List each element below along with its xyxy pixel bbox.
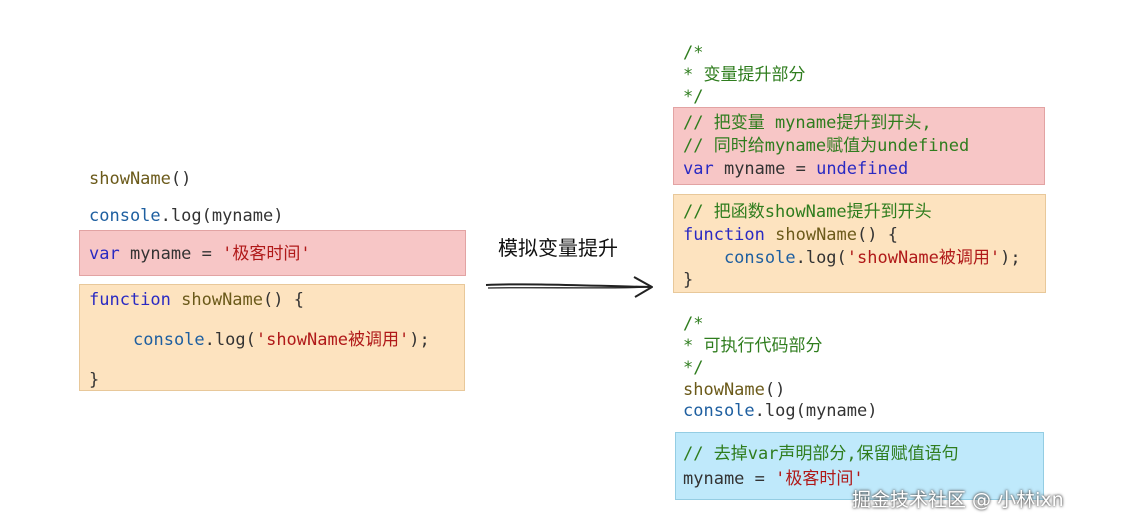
code-string: '极客时间' (222, 244, 311, 264)
hoist-comment-close: */ (683, 87, 704, 107)
code-keyword: var (89, 244, 120, 264)
code-obj: console (683, 401, 755, 421)
exec-call-line: showName() (683, 379, 785, 401)
code-punct: ); (409, 330, 430, 350)
left-call-line: showName() (89, 168, 191, 190)
code-obj: console (133, 330, 205, 350)
right-var-box: // 把变量 myname提升到开头, // 同时给myname赋值为undef… (673, 107, 1045, 185)
right-func-body: console.log('showName被调用'); (683, 247, 1021, 269)
left-func-close: } (89, 370, 100, 390)
var-comment-1: // 把变量 myname提升到开头, (683, 113, 932, 133)
assign-line: myname = '极客时间' (683, 468, 864, 490)
code-string: 'showName被调用' (846, 248, 1001, 268)
exec-log-line: console.log(myname) (683, 400, 877, 422)
right-function-box: // 把函数showName提升到开头 function showName() … (673, 194, 1046, 293)
code-punct: () { (263, 290, 304, 310)
code-keyword: undefined (816, 159, 909, 179)
hoist-comment-open: /* (683, 43, 704, 63)
code-keyword: function (89, 290, 171, 310)
code-punct: .log(myname) (754, 401, 878, 421)
left-function-box: function showName() { console.log('showN… (79, 284, 465, 391)
code-fn: showName (89, 169, 171, 189)
code-string: '极客时间' (775, 469, 864, 489)
code-keyword: var (683, 159, 714, 179)
right-func-close: } (683, 270, 694, 290)
left-func-decl: function showName() { (89, 289, 304, 311)
code-punct: () (764, 380, 786, 400)
right-func-decl: function showName() { (683, 224, 898, 246)
code-punct: ); (1000, 248, 1021, 268)
code-punct: () (170, 169, 192, 189)
exec-comment-text: * 可执行代码部分 (683, 336, 823, 356)
code-obj: console (683, 248, 796, 268)
left-log-line: console.log(myname) (89, 205, 283, 227)
func-comment: // 把函数showName提升到开头 (683, 202, 932, 222)
code-fn: showName (170, 290, 264, 310)
hoist-comment-text: * 变量提升部分 (683, 65, 806, 85)
code-plain: myname = (713, 159, 817, 179)
left-var-line: var myname = '极客时间' (89, 243, 311, 265)
code-plain: myname = (119, 244, 223, 264)
code-fn: showName (683, 380, 765, 400)
right-var-line: var myname = undefined (683, 158, 908, 180)
var-comment-2: // 同时给myname赋值为undefined (683, 136, 970, 156)
code-keyword: function (683, 225, 765, 245)
code-punct: .log(myname) (160, 206, 284, 226)
watermark: 掘金技术社区 @ 小林ixn (852, 489, 1064, 511)
code-punct: () { (857, 225, 898, 245)
exec-comment-open: /* (683, 314, 704, 334)
code-punct: .log( (795, 248, 847, 268)
hoisting-arrow-icon (485, 276, 653, 298)
code-plain: myname = (683, 469, 776, 489)
left-var-box: var myname = '极客时间' (79, 230, 466, 276)
arrow-label: 模拟变量提升 (498, 236, 618, 260)
assign-comment: // 去掉var声明部分,保留赋值语句 (683, 444, 959, 464)
code-obj: console (89, 206, 161, 226)
right-assign-box: // 去掉var声明部分,保留赋值语句 myname = '极客时间' (675, 432, 1044, 500)
exec-comment-close: */ (683, 358, 704, 378)
code-punct: .log( (204, 330, 256, 350)
left-func-body: console.log('showName被调用'); (133, 329, 430, 351)
code-string: 'showName被调用' (255, 330, 410, 350)
code-fn: showName (764, 225, 858, 245)
